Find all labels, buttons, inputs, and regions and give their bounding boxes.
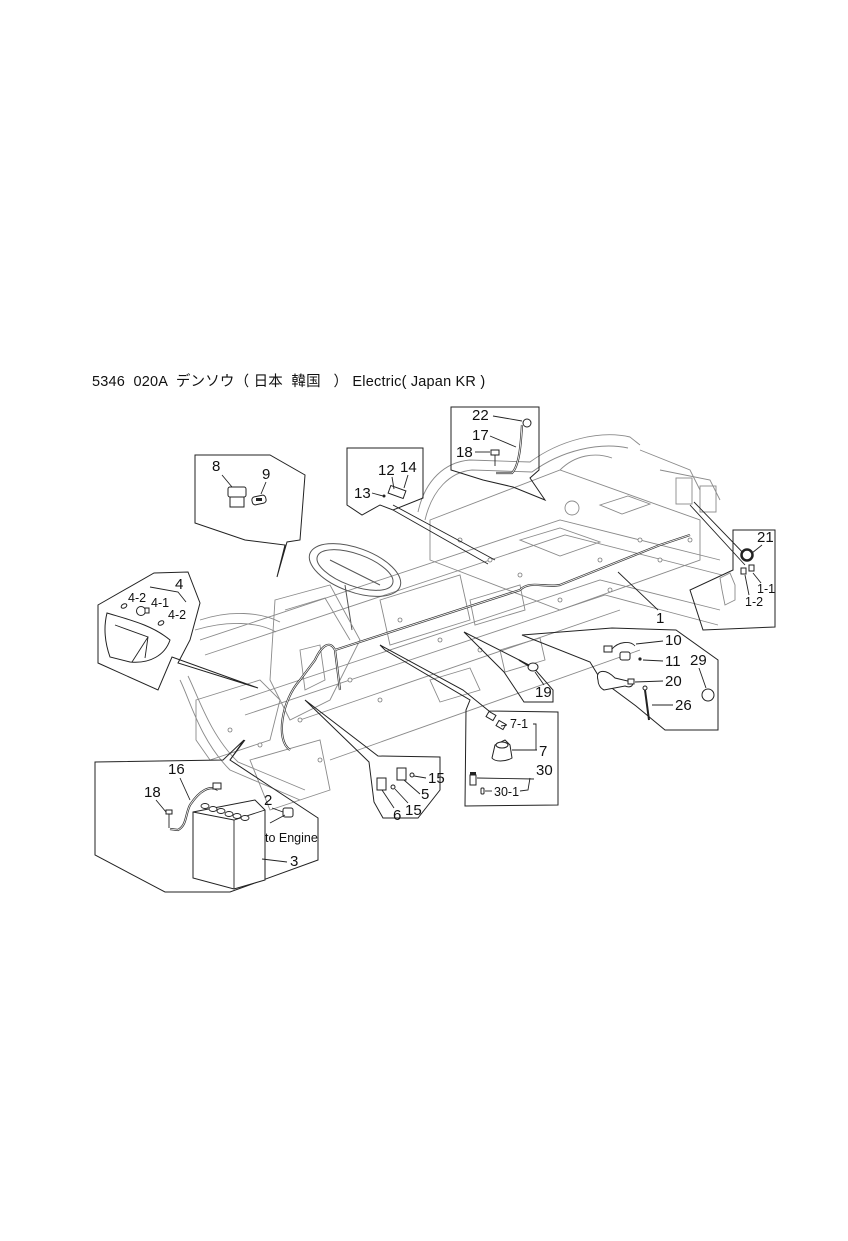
part-16-battery-cable <box>169 782 222 832</box>
part-10-relay-harness <box>603 642 636 661</box>
label-15-top: 15 <box>428 770 445 787</box>
label-4-2-right: 4-2 <box>168 608 186 622</box>
part-1-1-terminal <box>748 564 755 572</box>
label-12: 12 <box>378 462 395 479</box>
callout-box-ground-cable: 22 17 18 <box>450 406 547 502</box>
part-4-headlight-lens <box>104 612 171 663</box>
callout-box-switch-panel: 8 9 <box>194 454 306 578</box>
part-5-switch <box>396 767 407 781</box>
part-6-switch <box>376 777 387 791</box>
label-7: 7 <box>539 743 547 760</box>
callout-box-fuse: 19 <box>463 631 554 703</box>
label-20: 20 <box>665 673 682 690</box>
label-1-2: 1-2 <box>745 595 763 609</box>
main-wiring-harness <box>280 533 691 751</box>
label-22: 22 <box>472 407 489 424</box>
diagram-title: 5346 020A デンソウ（ 日本 韓国 ） Electric( Japan … <box>92 374 486 390</box>
label-14: 14 <box>400 459 417 476</box>
part-30-1-bulb <box>480 787 485 795</box>
part-18-bolt-battery <box>165 809 173 828</box>
label-11: 11 <box>665 653 681 670</box>
part-2-connector <box>269 807 294 824</box>
part-19-fuse <box>518 659 539 672</box>
label-18-battery: 18 <box>144 784 161 801</box>
part-22-bolt <box>522 418 532 428</box>
label-10: 10 <box>665 632 682 649</box>
part-29-clamp <box>701 688 715 702</box>
chassis-frame <box>179 434 723 811</box>
label-7-1: 7-1 <box>510 717 528 731</box>
part-18-bolt <box>490 449 500 466</box>
callout-box-key-switch: 7-1 7 30 30-1 <box>379 644 559 807</box>
part-20-band <box>596 671 635 691</box>
label-1-1: 1-1 <box>757 582 775 596</box>
part-4-2-bulb <box>120 603 165 626</box>
callout-box-headlight: 4 4-2 4-1 4-2 <box>97 571 259 691</box>
label-29: 29 <box>690 652 707 669</box>
part-7-1-key <box>485 710 507 731</box>
label-4-2-left: 4-2 <box>128 591 146 605</box>
callout-box-connector: 21 1-1 1-2 <box>689 501 776 631</box>
label-19: 19 <box>535 684 552 701</box>
label-8: 8 <box>212 458 220 475</box>
callout-box-battery: 16 18 2 to Engine 3 <box>94 739 319 893</box>
label-17: 17 <box>472 427 489 444</box>
label-5: 5 <box>421 786 429 803</box>
part-12-bracket <box>387 484 407 500</box>
label-21: 21 <box>757 529 774 546</box>
part-1-2-terminal <box>740 567 747 575</box>
label-30-1: 30-1 <box>494 785 519 799</box>
label-3: 3 <box>290 853 298 870</box>
part-30-lamp <box>469 772 477 786</box>
part-4-1-bulb <box>136 606 150 616</box>
part-26-cable-tie <box>642 685 650 721</box>
label-16: 16 <box>168 761 185 778</box>
callout-box-relay-bracket: 12 14 13 <box>346 447 496 565</box>
label-26: 26 <box>675 697 692 714</box>
label-2: 2 <box>264 792 272 809</box>
part-21-grommet <box>740 548 754 562</box>
label-15-bottom: 15 <box>405 802 422 819</box>
part-8-switch <box>227 486 247 508</box>
label-4: 4 <box>175 576 183 593</box>
label-1-main-harness: 1 <box>656 610 664 627</box>
label-4-1: 4-1 <box>151 596 169 610</box>
part-9-switch-cover <box>251 494 267 506</box>
label-to-engine: to Engine <box>265 831 318 845</box>
label-30: 30 <box>536 762 553 779</box>
part-7-key-switch <box>491 739 513 762</box>
label-13: 13 <box>354 485 371 502</box>
callout-box-switch-brackets: 15 5 15 6 <box>304 699 445 824</box>
label-6: 6 <box>393 807 401 824</box>
part-3-battery <box>192 799 266 890</box>
label-18-top: 18 <box>456 444 473 461</box>
part-11-screw <box>638 657 642 661</box>
label-9: 9 <box>262 466 270 483</box>
callout-box-relay-harness: 10 11 20 26 29 <box>521 627 719 731</box>
